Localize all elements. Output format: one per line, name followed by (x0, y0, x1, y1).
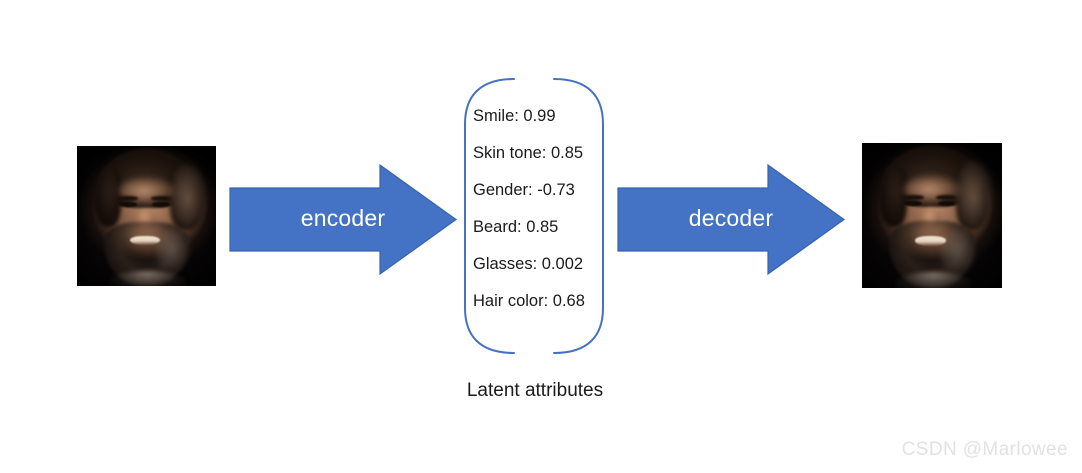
decoder-arrow: decoder (616, 163, 846, 276)
latent-attribute-item: Gender: -0.73 (473, 181, 575, 199)
face-eye-left (904, 201, 923, 207)
face-rim-light (77, 146, 216, 286)
face-collar (895, 272, 972, 288)
latent-attribute-item: Glasses: 0.002 (473, 255, 584, 273)
face-eye-right (937, 201, 956, 207)
face-hair-left (93, 168, 122, 228)
encoder-arrow: encoder (228, 163, 458, 276)
latent-attribute-list: Smile: 0.99 Skin tone: 0.85 Gender: -0.7… (473, 108, 603, 330)
encoder-arrow-shape (229, 163, 458, 276)
latent-caption: Latent attributes (466, 380, 604, 401)
face-mouth (915, 235, 946, 246)
face-brow-right (936, 195, 958, 200)
decoder-arrow-shape (617, 163, 846, 276)
latent-bracket-left (464, 78, 515, 354)
face-brow-left (117, 196, 139, 201)
watermark: CSDN @Marlowee (901, 439, 1068, 460)
face-rim-light (862, 143, 1002, 288)
latent-bracket-right (553, 78, 604, 354)
face-beard-highlight (154, 230, 191, 272)
face-eye-left (118, 202, 137, 208)
input-face-image (77, 146, 216, 286)
face-brow-left (902, 195, 924, 200)
face-hair-right (955, 163, 990, 230)
face-hair-right (170, 165, 204, 230)
latent-attribute-item: Smile: 0.99 (473, 107, 556, 125)
latent-attribute-item: Beard: 0.85 (473, 218, 559, 236)
latent-attribute-item: Skin tone: 0.85 (473, 144, 584, 162)
face-hair-left (878, 166, 907, 228)
latent-bracket (458, 76, 610, 356)
face-beard-highlight (940, 230, 977, 274)
output-face-image (862, 143, 1002, 288)
face-brow-right (150, 196, 172, 201)
latent-attribute-item: Hair color: 0.68 (473, 292, 585, 310)
face-mouth (129, 235, 161, 246)
face-eye-right (152, 202, 171, 208)
face-collar (110, 270, 186, 286)
